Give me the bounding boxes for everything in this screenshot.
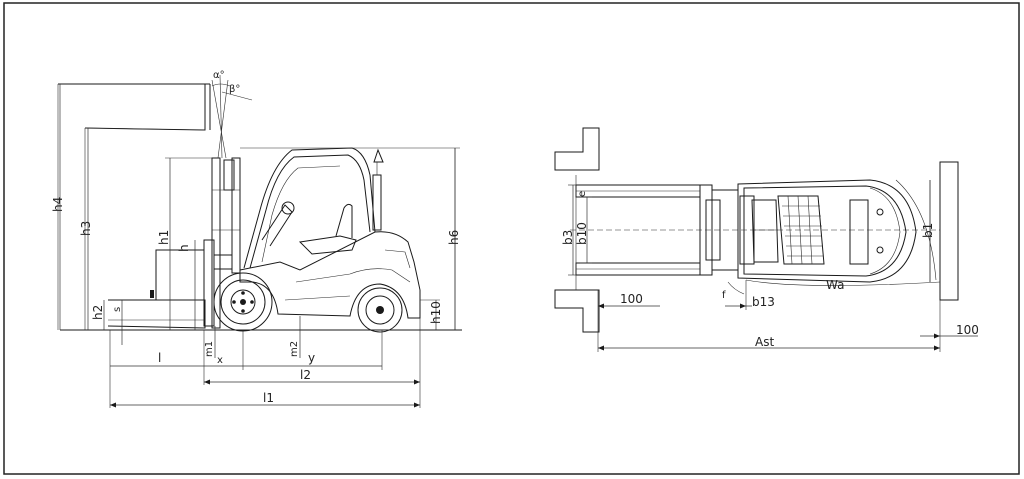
turning-arc — [745, 279, 941, 286]
label-beta: β° — [229, 84, 240, 95]
label-h2: h2 — [91, 305, 105, 320]
label-m1: m1 — [204, 341, 215, 357]
label-e: e — [577, 191, 588, 197]
top-body — [737, 179, 917, 283]
wall-block — [939, 161, 959, 301]
label-b13: b13 — [752, 295, 775, 309]
label-l: l — [158, 351, 161, 365]
label-b1: b1 — [921, 223, 935, 238]
rear-wheel — [357, 287, 403, 333]
turning-arc-rear — [895, 179, 937, 281]
overhead-guard — [243, 147, 376, 269]
label-100-right: 100 — [956, 323, 979, 337]
raised-fork — [57, 83, 211, 330]
vertical-dimensions — [59, 84, 456, 358]
label-h3: h3 — [79, 221, 93, 236]
pallet-bottom — [554, 289, 600, 333]
front-wheel — [213, 272, 273, 332]
label-h10: h10 — [429, 301, 443, 324]
label-h: h — [177, 244, 191, 252]
label-l1: l1 — [263, 391, 274, 405]
label-b10: b10 — [575, 222, 589, 245]
truck-body — [239, 231, 421, 319]
top-view: e b3 b10 b1 b13 f Wa 100 100 Ast — [554, 127, 979, 352]
side-view: h4 h3 h1 h h2 s h6 h10 α° β° l x m1 m2 y… — [51, 70, 462, 408]
label-ast: Ast — [755, 335, 774, 349]
b13-arc — [727, 281, 745, 295]
label-l2: l2 — [300, 368, 311, 382]
label-h1: h1 — [157, 230, 171, 245]
label-100-left: 100 — [620, 292, 643, 306]
label-m2: m2 — [289, 341, 300, 357]
label-x: x — [217, 355, 223, 366]
tilt-angle-lines — [211, 74, 253, 159]
label-y: y — [308, 351, 315, 365]
horizontal-dimensions — [109, 318, 421, 408]
label-s: s — [112, 307, 123, 312]
label-h4: h4 — [51, 197, 65, 212]
label-b3: b3 — [561, 230, 575, 245]
pallet-top — [554, 127, 600, 171]
exhaust-pipe — [372, 148, 384, 231]
label-alpha: α° — [213, 70, 225, 81]
label-h6: h6 — [447, 230, 461, 245]
label-f: f — [722, 290, 726, 301]
label-wa: Wa — [826, 278, 844, 292]
lowered-fork — [107, 249, 206, 329]
drawing-frame — [3, 2, 1020, 475]
